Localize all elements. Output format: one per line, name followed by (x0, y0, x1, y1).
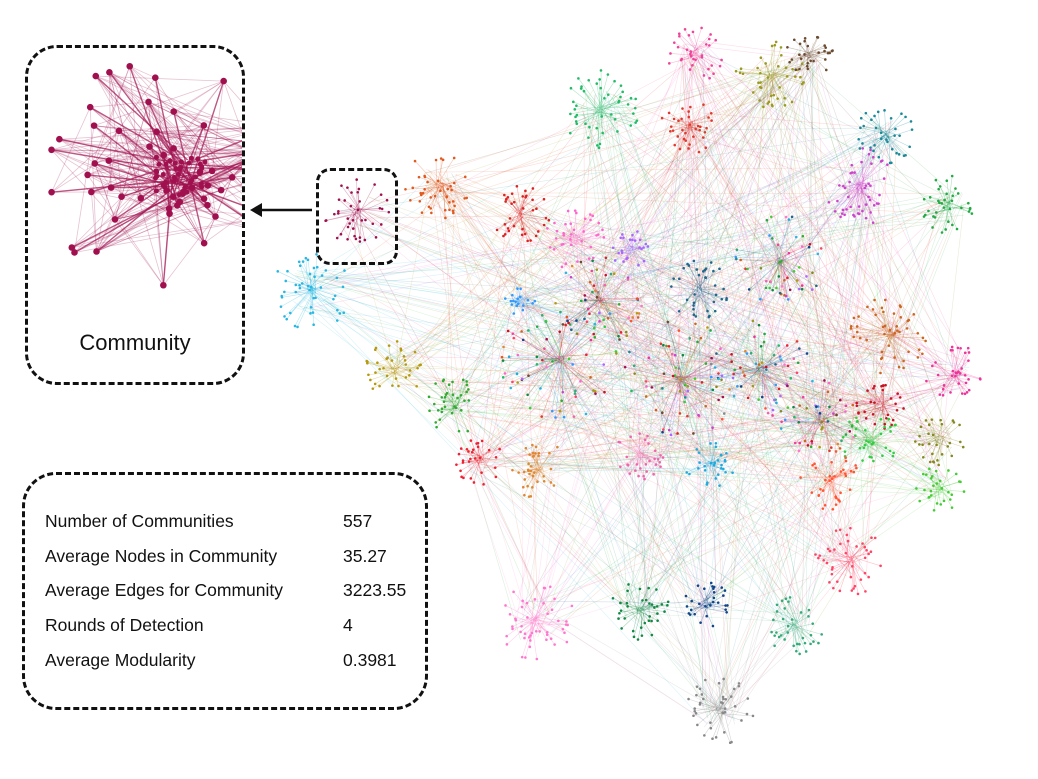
community-inset-box (25, 45, 245, 385)
stat-value-avg-edges: 3223.55 (343, 580, 407, 600)
stat-value-modularity: 0.3981 (343, 650, 397, 670)
arrow-icon (250, 203, 312, 217)
stat-value-rounds: 4 (343, 615, 353, 635)
community-label: Community (79, 330, 191, 355)
focused-community-box (316, 168, 398, 265)
stat-label-avg-edges: Average Edges for Community (45, 580, 283, 600)
stat-value-communities: 557 (343, 511, 373, 531)
statistics-box: Number of Communities 557 Average Nodes … (22, 472, 428, 710)
network-nodes (276, 26, 982, 745)
stat-value-avg-nodes: 35.27 (343, 546, 387, 566)
stat-label-communities: Number of Communities (45, 511, 234, 531)
stat-label-rounds: Rounds of Detection (45, 615, 204, 635)
stat-label-modularity: Average Modularity (45, 650, 196, 670)
stat-label-avg-nodes: Average Nodes in Community (45, 546, 278, 566)
community-inset-graph (48, 62, 242, 289)
